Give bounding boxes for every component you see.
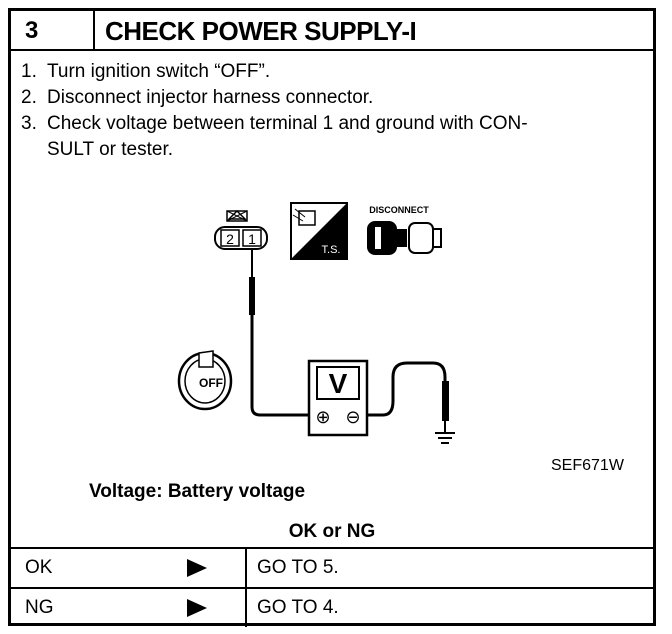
result-row-ok: OK GO TO 5. xyxy=(11,547,653,587)
instruction-item: 3. Check voltage between terminal 1 and … xyxy=(21,111,641,163)
result-action: GO TO 5. xyxy=(257,557,339,578)
instruction-item: 1. Turn ignition switch “OFF”. xyxy=(21,59,641,85)
connector-icon: 2 1 xyxy=(214,209,268,250)
ok-or-ng-heading: OK or NG xyxy=(288,521,376,542)
instruction-number: 1. xyxy=(21,61,37,82)
key-off-label: OFF xyxy=(199,376,223,390)
instruction-number: 3. xyxy=(21,113,37,134)
step-header: 3 CHECK POWER SUPPLY-I xyxy=(11,11,653,51)
step-title: CHECK POWER SUPPLY-I xyxy=(105,16,417,46)
consult-tester-icon: T.S. xyxy=(290,202,348,260)
ignition-key-icon: OFF xyxy=(177,350,233,411)
header-divider xyxy=(93,11,95,49)
instruction-text: Disconnect injector harness connector. xyxy=(47,87,374,108)
arrow-right-icon xyxy=(187,559,207,577)
meter-v-label: V xyxy=(329,368,348,399)
row-divider xyxy=(245,549,247,587)
terminal-2-label: 2 xyxy=(226,231,234,247)
result-label: NG xyxy=(25,597,54,618)
result-label: OK xyxy=(25,557,53,578)
ts-label: T.S. xyxy=(322,244,341,256)
disconnect-label: DISCONNECT xyxy=(369,205,429,215)
meter-plus-label: ⊕ xyxy=(315,407,330,428)
terminal-1-label: 1 xyxy=(248,231,256,247)
instruction-list: 1. Turn ignition switch “OFF”. 2. Discon… xyxy=(21,59,641,163)
row-divider xyxy=(245,589,247,627)
result-action: GO TO 4. xyxy=(257,597,339,618)
instruction-text: Turn ignition switch “OFF”. xyxy=(47,61,271,82)
inspection-step-frame: 3 CHECK POWER SUPPLY-I 1. Turn ignition … xyxy=(8,8,656,627)
instruction-text: Check voltage between terminal 1 and gro… xyxy=(47,113,528,160)
result-row-ng: NG GO TO 4. xyxy=(11,587,653,627)
voltage-spec: Voltage: Battery voltage xyxy=(89,481,306,502)
instruction-item: 2. Disconnect injector harness connector… xyxy=(21,85,641,111)
instruction-number: 2. xyxy=(21,87,37,108)
arrow-right-icon xyxy=(187,599,207,617)
voltmeter-icon: V ⊕ ⊖ xyxy=(307,359,369,437)
disconnect-icon: DISCONNECT xyxy=(367,205,442,255)
figure-code: SEF671W xyxy=(551,457,624,474)
voltage-check-diagram: 2 1 T.S. DISCONNECT OFF xyxy=(177,202,455,444)
ground-icon xyxy=(435,421,455,444)
meter-minus-label: ⊖ xyxy=(345,407,360,428)
step-number: 3 xyxy=(25,17,39,44)
